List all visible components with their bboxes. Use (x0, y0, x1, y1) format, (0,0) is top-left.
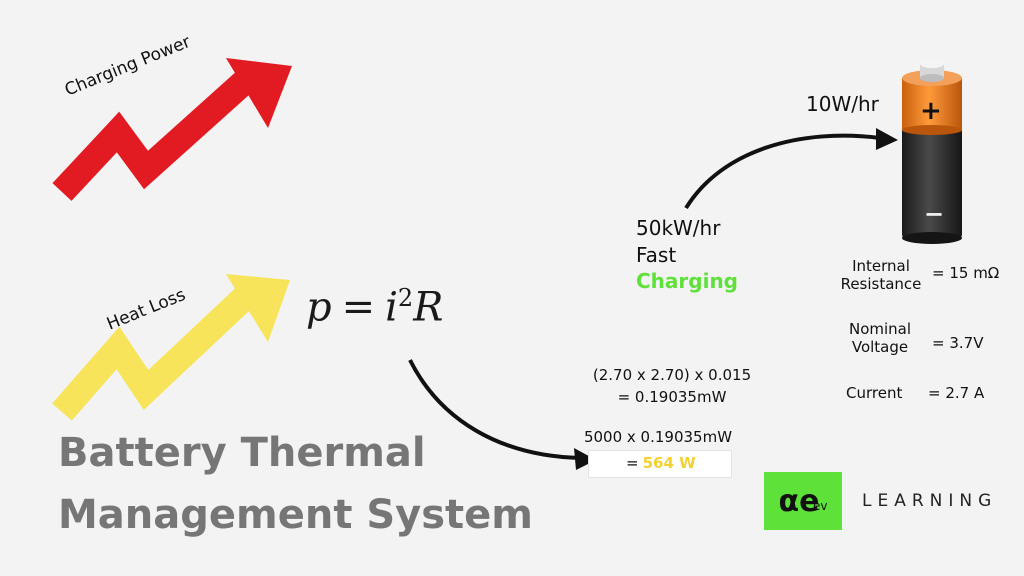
spec-internal-resistance-label: Internal Resistance (832, 257, 930, 293)
formula-rhs: R (413, 284, 444, 331)
spec-line: Resistance (840, 275, 922, 293)
spec-line: Voltage (851, 338, 909, 356)
calc-line-3: 5000 x 0.19035mW (583, 428, 733, 446)
brand-name: LEARNING (862, 491, 998, 511)
battery-minus-sign: − (924, 200, 945, 228)
spec-internal-resistance-value: = 15 mΩ (932, 264, 1000, 282)
spec-nominal-voltage-label: Nominal Voltage (832, 320, 928, 356)
battery-icon (902, 60, 962, 244)
spec-line: Nominal (848, 320, 912, 338)
page-title-line-2: Management System (58, 492, 533, 538)
result-box (588, 450, 732, 478)
result-value: 564 W (642, 454, 696, 472)
formula-equals: = (341, 284, 376, 331)
battery-plus-sign: + (920, 96, 942, 126)
power-formula: p=i2R (306, 284, 443, 330)
formula-lhs: p (306, 284, 332, 331)
formula-exponent: 2 (397, 284, 414, 312)
brand-logo-ev: ev (813, 499, 828, 513)
calc-line-2: = 0.19035mW (617, 388, 727, 406)
brand-logo-mark: αe (778, 483, 820, 519)
fast-rate: 50kW/hr (636, 216, 721, 240)
battery-rate: 10W/hr (806, 92, 879, 116)
result-text: =564 W (626, 454, 696, 472)
spec-line: Internal (852, 257, 910, 275)
spec-current-label: Current (846, 384, 903, 402)
spec-current-value: = 2.7 A (928, 384, 985, 402)
formula-var: i (385, 284, 398, 331)
calc-line-1: (2.70 x 2.70) x 0.015 (592, 366, 752, 384)
brand-logo: αe ev (764, 472, 842, 530)
page-title-line-1: Battery Thermal (58, 430, 426, 476)
result-prefix: = (626, 454, 639, 472)
fast-label: Fast (636, 243, 677, 267)
charging-label: Charging (636, 269, 739, 293)
spec-nominal-voltage-value: = 3.7V (932, 334, 984, 352)
